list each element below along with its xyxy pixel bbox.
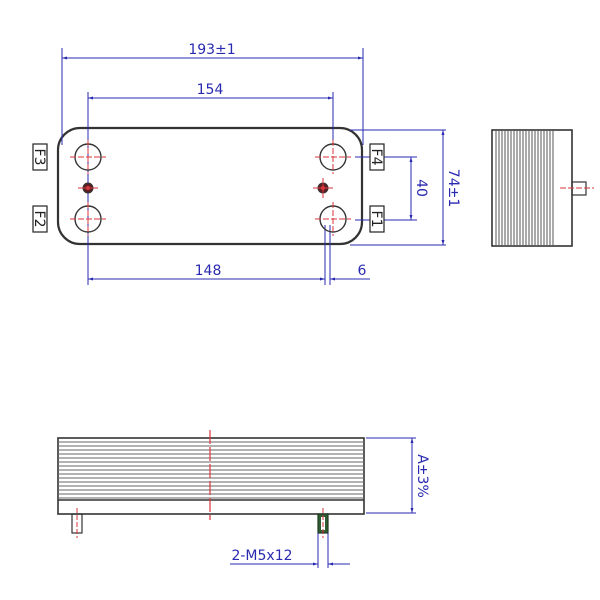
dim-height: A±3%	[414, 454, 430, 498]
svg-text:F3: F3	[31, 149, 47, 166]
dim-studs: 2-M5x12	[231, 548, 292, 564]
stud-hole-right	[313, 178, 333, 198]
dim-stud-offset: 6	[358, 263, 367, 279]
port-label-f3: F3	[31, 143, 48, 171]
dim-port-vertical-distance: 40	[413, 179, 429, 197]
stud-hole-left	[78, 182, 98, 194]
port-f4	[315, 140, 351, 174]
dim-bottom-port-distance: 148	[195, 263, 222, 279]
port-f3	[70, 140, 106, 174]
front-view: 193±1 154 148 6 40 74±1	[31, 42, 461, 285]
dim-overall-length: 193±1	[188, 42, 235, 58]
port-label-f1: F1	[368, 205, 385, 233]
bottom-view: 2-M5x12 A±3%	[57, 430, 430, 568]
dim-port-center-distance: 154	[197, 82, 224, 98]
svg-text:F2: F2	[31, 211, 47, 228]
dim-overall-width: 74±1	[445, 169, 461, 207]
port-f1	[315, 202, 351, 236]
side-view	[491, 129, 594, 247]
port-label-f4: F4	[368, 143, 385, 171]
svg-text:F1: F1	[368, 211, 384, 228]
port-f2	[70, 202, 106, 236]
port-label-f2: F2	[31, 205, 48, 233]
svg-text:F4: F4	[368, 149, 384, 166]
plate-outline	[56, 126, 364, 246]
